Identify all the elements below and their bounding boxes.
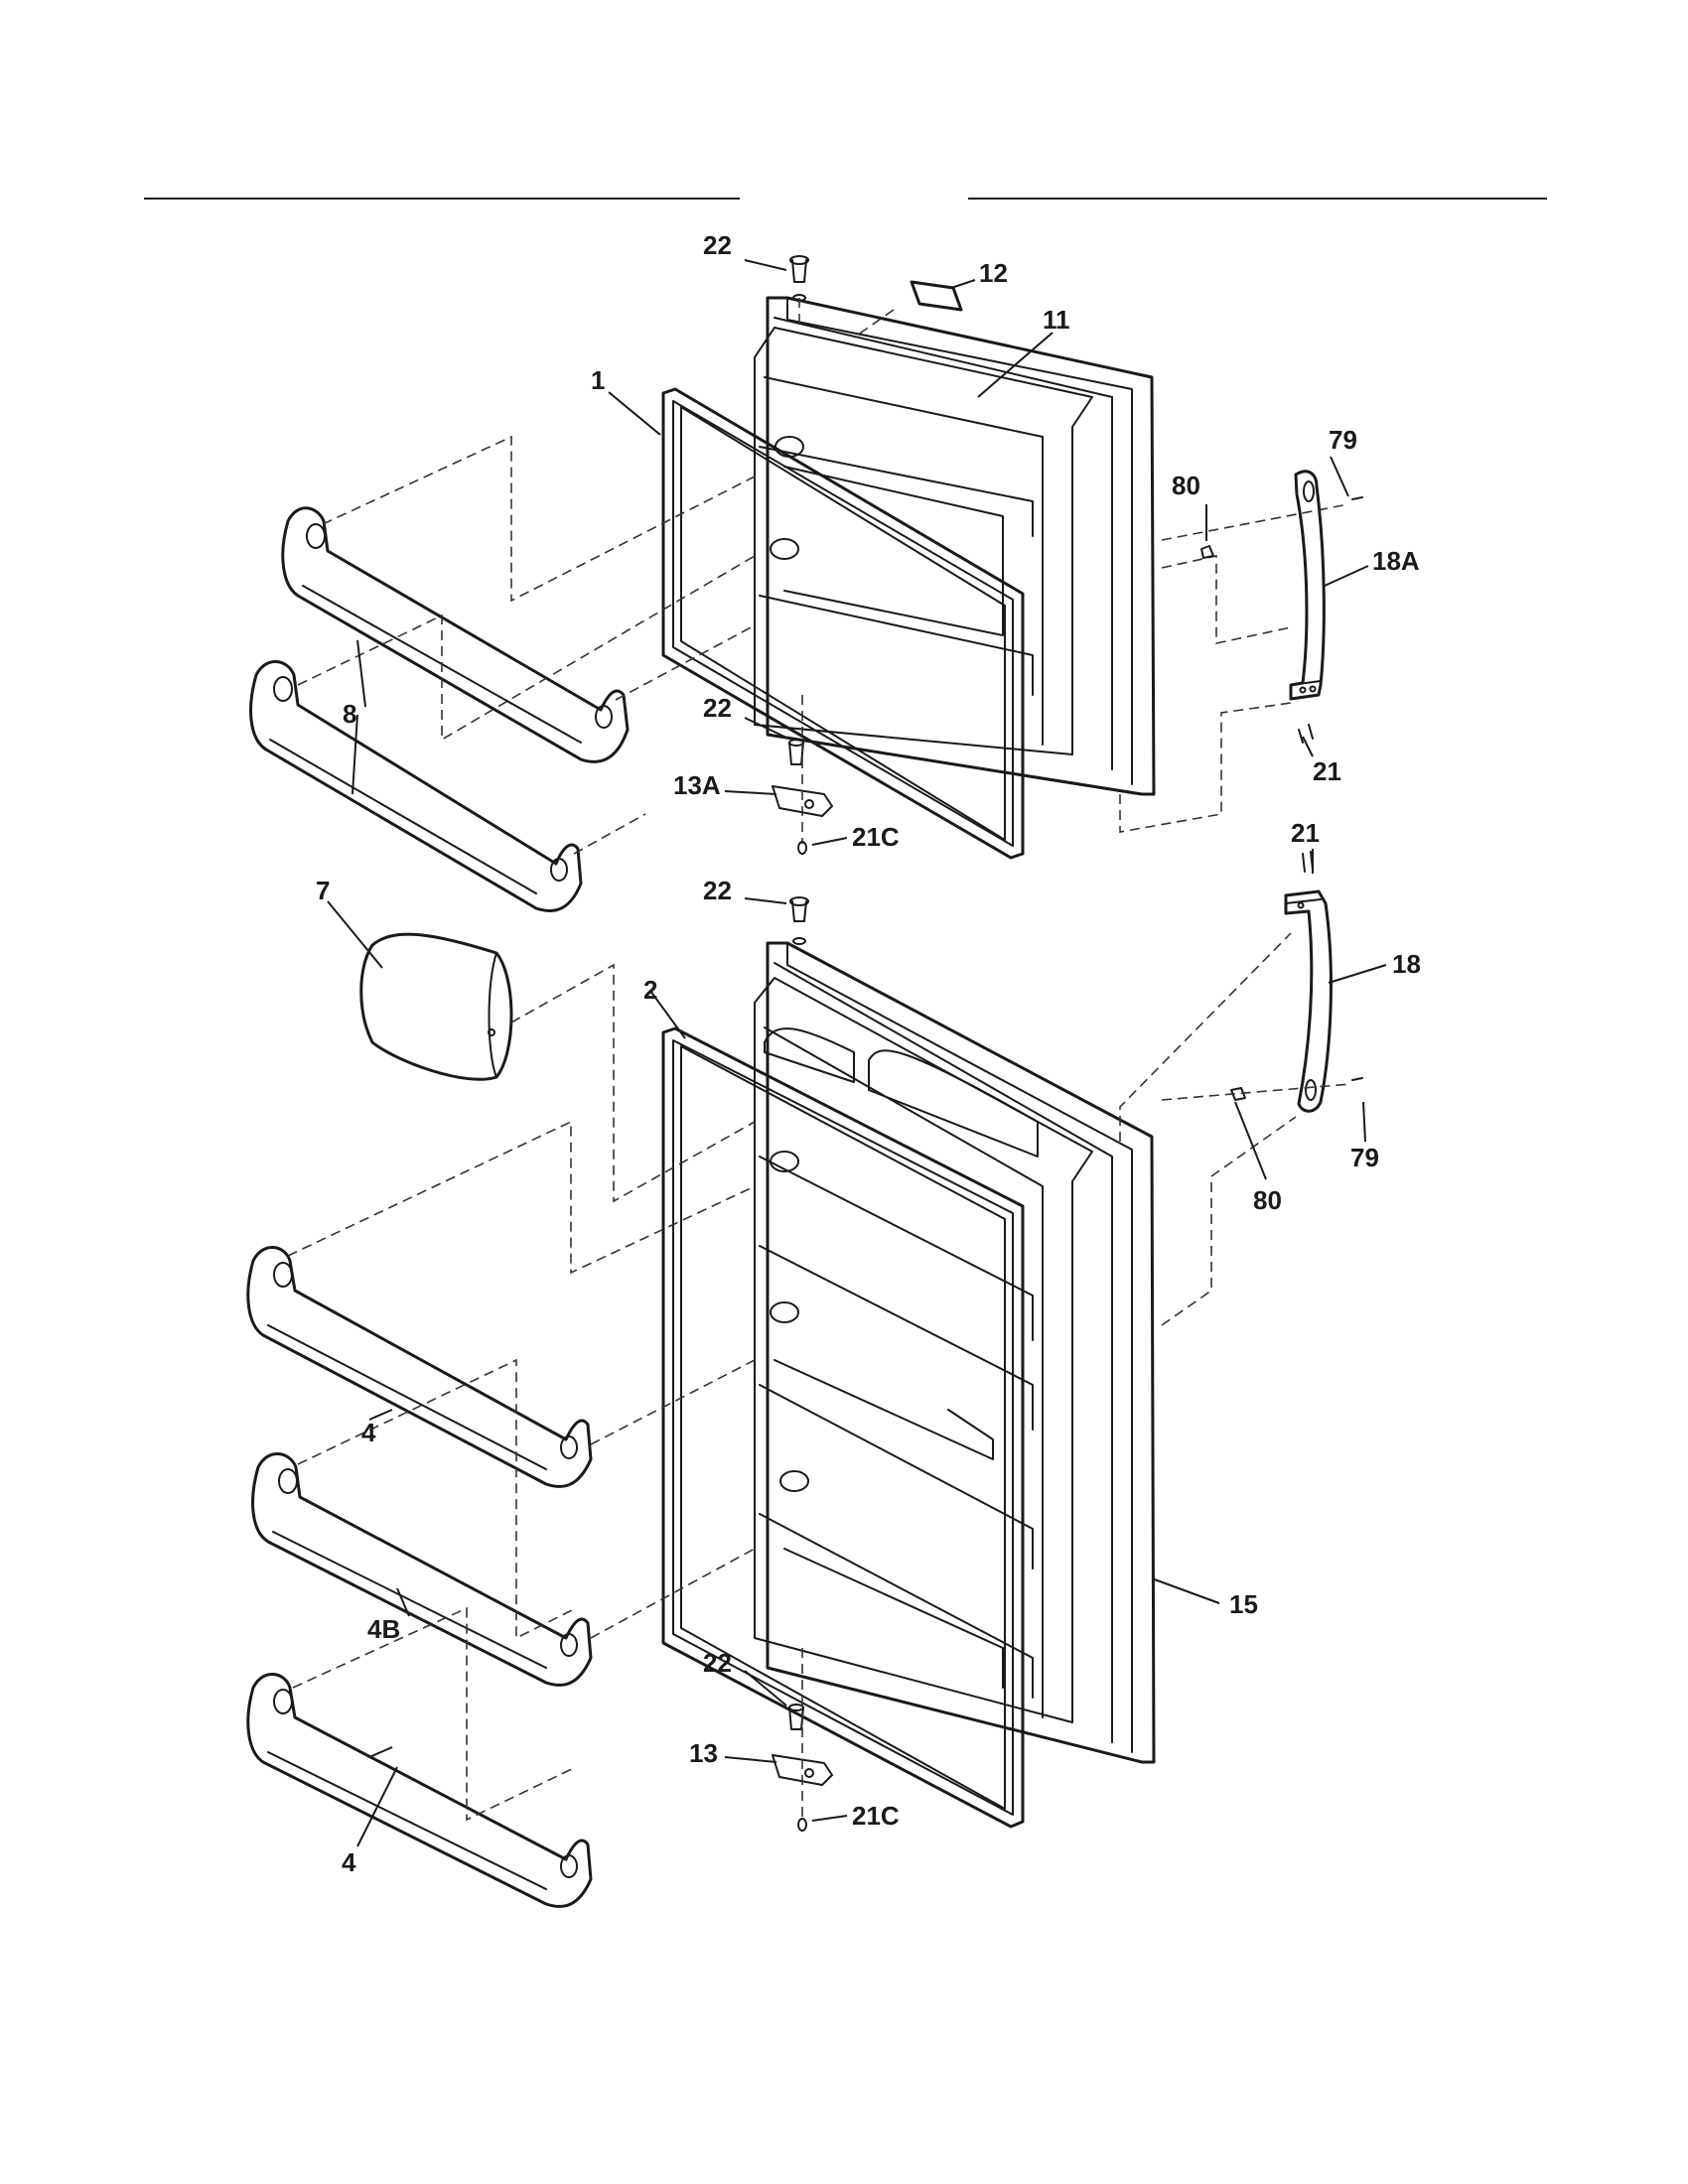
callout-79-freezer: 79 [1329, 425, 1357, 455]
freezer-door-assembly [754, 296, 1156, 796]
callout-18A: 18A [1372, 546, 1420, 576]
freezer-handle-small-screw [1351, 496, 1363, 500]
callout-22-fresh-top: 22 [703, 876, 732, 905]
callout-22-fresh-bottom: 22 [703, 1648, 732, 1678]
callout-80-fresh-food: 80 [1253, 1185, 1282, 1215]
fresh-food-shelf-2 [251, 1452, 593, 1687]
freezer-door-handle [1289, 470, 1326, 701]
freezer-door-shelf-lower [249, 660, 583, 912]
callout-12: 12 [979, 258, 1008, 288]
dairy-door [359, 932, 513, 1081]
freezer-handle-screw [1200, 545, 1214, 559]
top-hinge-pin [789, 255, 809, 302]
callout-11: 11 [1043, 305, 1070, 335]
callout-4-lower: 4 [342, 1847, 356, 1877]
fresh-food-door-assembly [754, 941, 1156, 1764]
fresh-food-door-gasket [661, 1026, 1025, 1829]
callout-79-fresh-food: 79 [1350, 1143, 1379, 1172]
hinge-hole-plug [910, 280, 963, 312]
callout-4-upper: 4 [361, 1418, 376, 1447]
fresh-food-handle-mount-screws [1302, 851, 1314, 873]
fresh-food-shelf-3 [246, 1673, 593, 1908]
freezer-door-shelf-upper [281, 506, 630, 763]
callout-21C-freezer: 21C [852, 822, 900, 852]
callout-13: 13 [689, 1738, 718, 1768]
callout-15: 15 [1229, 1589, 1258, 1619]
fresh-food-handle-screw [1230, 1087, 1246, 1101]
lower-top-hinge-pin [789, 896, 809, 945]
callout-1: 1 [591, 365, 605, 395]
freezer-door-gasket [661, 387, 1025, 860]
callout-22-freezer-bottom: 22 [703, 693, 732, 723]
callout-4B: 4B [367, 1614, 400, 1644]
callout-22-freezer-top: 22 [703, 230, 732, 260]
fresh-food-door-handle [1284, 889, 1333, 1113]
callout-21C-fresh-food: 21C [852, 1801, 900, 1831]
callout-21-fresh-food: 21 [1291, 818, 1320, 848]
callout-21-freezer: 21 [1313, 756, 1341, 786]
callout-80-freezer: 80 [1172, 471, 1200, 500]
fresh-food-handle-small-screw [1351, 1077, 1363, 1081]
freezer-handle-mount-screws [1298, 724, 1314, 744]
callout-8: 8 [343, 699, 356, 729]
fresh-food-shelf-1 [246, 1246, 593, 1488]
callout-13A: 13A [673, 770, 721, 800]
callout-2: 2 [643, 975, 657, 1005]
callout-7: 7 [316, 876, 330, 905]
callout-18: 18 [1392, 949, 1421, 979]
